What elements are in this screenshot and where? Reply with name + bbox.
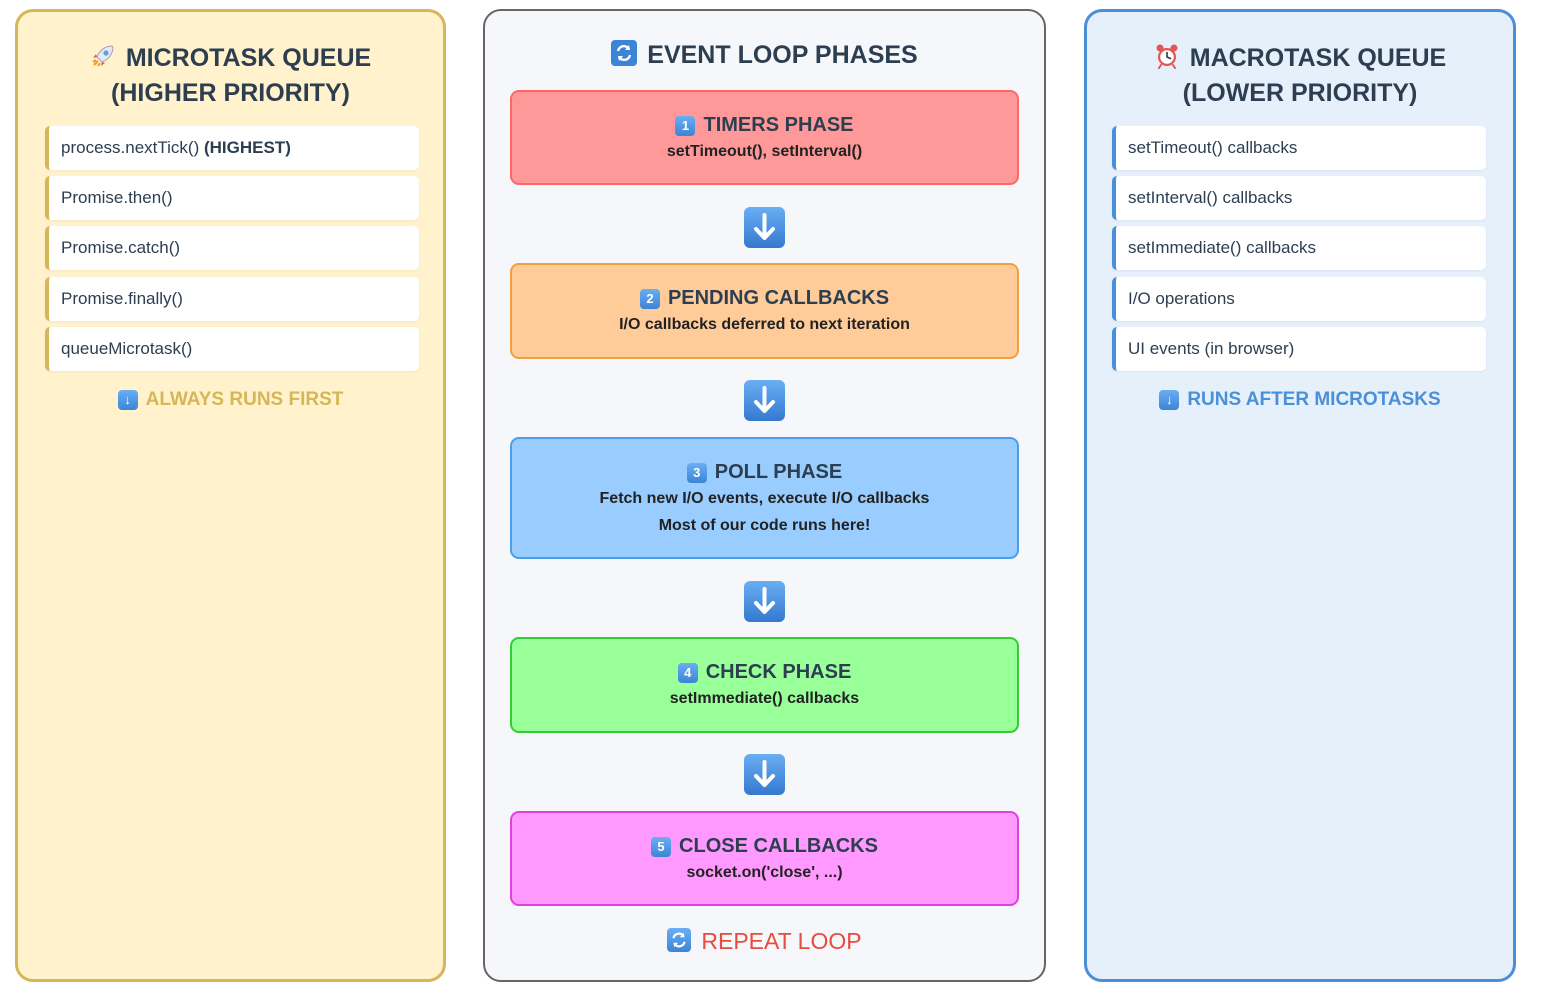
list-item: setImmediate() callbacks xyxy=(1112,226,1486,270)
down-arrow-icon xyxy=(744,581,785,622)
phase-note: Most of our code runs here! xyxy=(658,517,871,534)
phase-description: setImmediate() callbacks xyxy=(669,690,860,707)
down-arrow-icon: ↓ xyxy=(117,390,138,410)
number-4-icon: 4 xyxy=(677,663,698,683)
list-item: Promise.then() xyxy=(45,176,419,220)
phase-description: I/O callbacks deferred to next iteration xyxy=(619,316,910,333)
number-3-icon: 3 xyxy=(686,463,707,483)
list-item: setTimeout() callbacks xyxy=(1112,126,1486,170)
rocket-icon xyxy=(90,43,116,69)
down-arrow-icon xyxy=(744,380,785,421)
macrotask-footer-note: ↓RUNS AFTER MICROTASKS xyxy=(1087,387,1513,413)
down-arrow-icon xyxy=(744,207,785,248)
number-1-icon: 1 xyxy=(675,116,696,136)
list-item: Promise.catch() xyxy=(45,226,419,270)
event-loop-title: EVENT LOOP PHASES xyxy=(485,38,1044,73)
repeat-icon xyxy=(611,40,638,66)
list-item: queueMicrotask() xyxy=(45,327,419,371)
list-item: process.nextTick() (HIGHEST) xyxy=(45,126,419,170)
list-item: Promise.finally() xyxy=(45,277,419,321)
list-item: UI events (in browser) xyxy=(1112,327,1486,371)
phase-description: setTimeout(), setInterval() xyxy=(666,143,863,160)
alarm-clock-icon xyxy=(1154,43,1180,69)
number-2-icon: 2 xyxy=(639,289,660,309)
microtask-queue-title: MICROTASK QUEUE (HIGHER PRIORITY) xyxy=(18,41,443,111)
phase-description: Fetch new I/O events, execute I/O callba… xyxy=(599,490,930,507)
macrotask-queue-panel: MACROTASK QUEUE (LOWER PRIORITY) setTime… xyxy=(1084,9,1516,982)
down-arrow-icon: ↓ xyxy=(1159,390,1180,410)
macrotask-queue-title: MACROTASK QUEUE (LOWER PRIORITY) xyxy=(1087,41,1513,111)
repeat-icon xyxy=(667,928,692,952)
phase-description: socket.on('close', ...) xyxy=(686,864,843,881)
list-item: setInterval() callbacks xyxy=(1112,176,1486,220)
repeat-loop-label: REPEAT LOOP xyxy=(485,926,1044,956)
microtask-footer-note: ↓ALWAYS RUNS FIRST xyxy=(18,387,443,413)
list-item: I/O operations xyxy=(1112,277,1486,321)
microtask-queue-panel: MICROTASK QUEUE (HIGHER PRIORITY) proces… xyxy=(15,9,446,982)
down-arrow-icon xyxy=(744,754,785,795)
number-5-icon: 5 xyxy=(651,837,672,857)
